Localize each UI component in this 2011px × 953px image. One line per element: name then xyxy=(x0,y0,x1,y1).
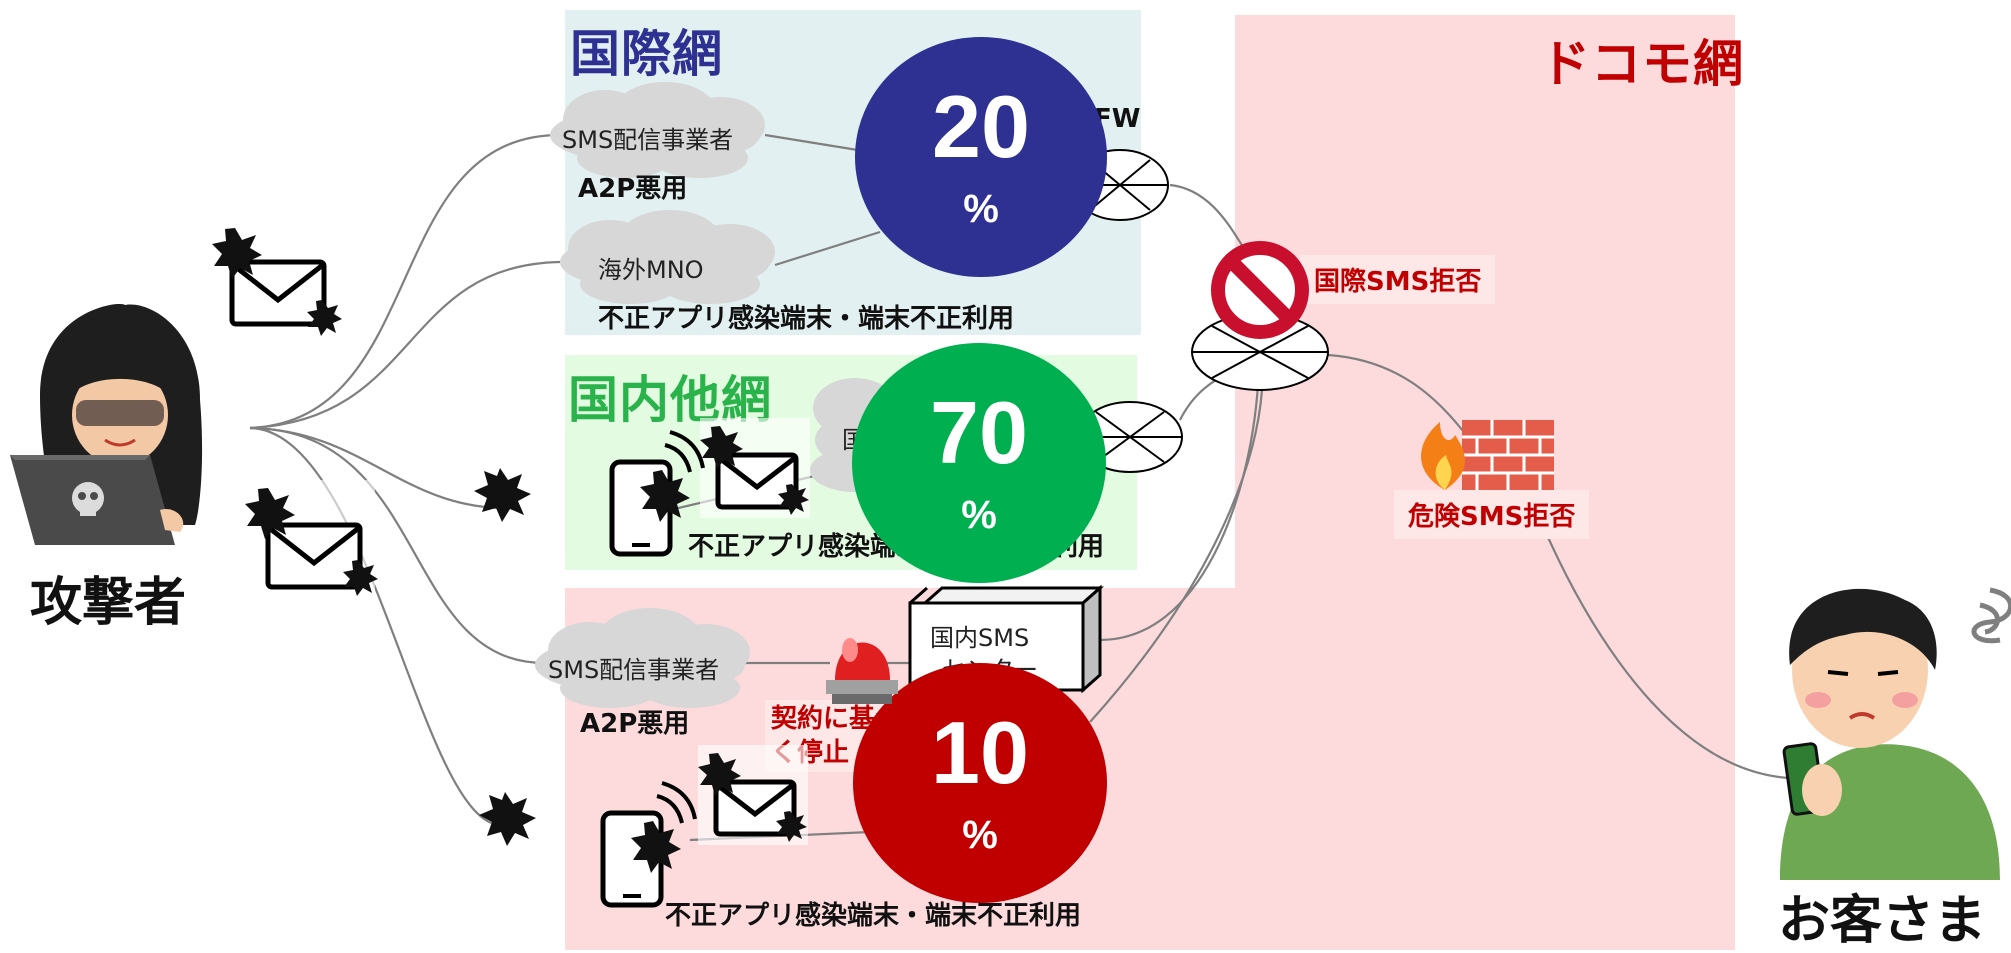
a2p-abuse-label-2: A2P悪用 xyxy=(580,709,690,739)
virus-mail-icon-3 xyxy=(700,418,810,518)
sms-vendor-1-label: SMS配信事業者 xyxy=(562,126,734,154)
infected-device-label-3: 不正アプリ感染端末・端末不正利用 xyxy=(665,901,1082,931)
share-circle-domestic-other: 70 % xyxy=(852,343,1106,583)
path-center-to-gateway xyxy=(1099,384,1260,642)
share-circle-docomo: 10 % xyxy=(853,663,1107,903)
share-unit-domestic-other: % xyxy=(961,493,997,537)
path-attacker-to-sms-vendor-1 xyxy=(249,133,561,430)
cloud-sms-vendor-1 xyxy=(550,82,765,178)
path-attacker-to-sms-vendor-2 xyxy=(249,426,546,665)
overseas-mno-label: 海外MNO xyxy=(598,256,704,284)
docomo-network-title: ドコモ網 xyxy=(1540,35,1744,93)
virus-icon-1 xyxy=(474,468,531,522)
customer-icon xyxy=(1780,587,2011,880)
virus-mail-icon-2 xyxy=(245,480,378,596)
path-10-to-gateway xyxy=(1089,389,1264,723)
intl-sms-reject-label: 国際SMS拒否 xyxy=(1300,255,1496,304)
domestic-sms-center-line1: 国内SMS xyxy=(930,624,1030,652)
path-attacker-to-docomo-phone xyxy=(249,426,501,827)
prohibited-icon xyxy=(1211,241,1309,339)
danger-sms-reject-label: 危険SMS拒否 xyxy=(1394,490,1590,539)
international-network-title: 国際網 xyxy=(570,25,723,83)
cloud-sms-vendor-2 xyxy=(535,608,750,708)
path-gateway-to-firewall xyxy=(1327,353,1471,441)
path-attacker-to-overseas-mno xyxy=(249,260,561,430)
attacker-label: 攻撃者 xyxy=(30,573,187,633)
path-sms-vendor-1-to-fw xyxy=(764,133,871,154)
infected-smartphone-icon-1 xyxy=(609,430,705,557)
a2p-abuse-label-1: A2P悪用 xyxy=(578,174,688,204)
virus-icon-2 xyxy=(479,792,536,846)
share-circle-international: 20 % xyxy=(855,37,1107,277)
customer-label: お客さま xyxy=(1778,891,1987,951)
infected-smartphone-icon-2 xyxy=(600,781,697,908)
share-value-international: 20 xyxy=(932,77,1030,176)
virus-mail-icon-1 xyxy=(212,220,345,336)
virus-mail-icon-4 xyxy=(698,745,808,845)
path-mno-to-fw xyxy=(774,230,881,267)
share-value-domestic-other: 70 xyxy=(930,383,1028,482)
cloud-overseas-mno xyxy=(560,210,775,304)
share-unit-docomo: % xyxy=(962,813,998,857)
hacker-icon xyxy=(10,303,203,545)
infected-device-label-1: 不正アプリ感染端末・端末不正利用 xyxy=(598,304,1015,334)
share-value-docomo: 10 xyxy=(931,703,1029,802)
siren-icon xyxy=(826,638,898,704)
share-unit-international: % xyxy=(963,187,999,231)
sms-vendor-2-label: SMS配信事業者 xyxy=(548,656,720,684)
firewall-icon xyxy=(1421,420,1554,490)
